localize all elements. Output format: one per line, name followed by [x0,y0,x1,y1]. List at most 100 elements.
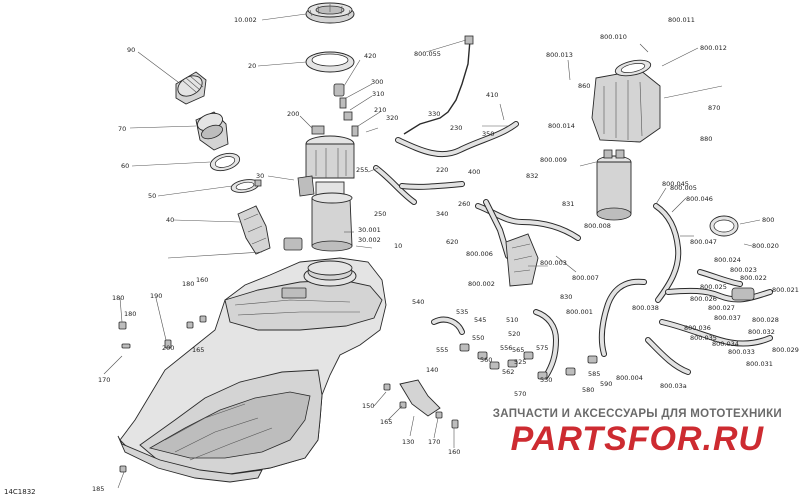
callout-label: 555 [436,346,448,354]
fuel-tank [117,257,387,483]
callout-label: 831 [562,200,574,208]
callout-label: 800.037 [714,314,741,322]
callout-label: 200 [162,344,174,352]
callout-label: 185 [92,485,104,493]
hose-500 [533,309,559,379]
callout-label: 410 [486,91,498,99]
callout-label: 800.002 [468,280,495,288]
callout-label: 50 [148,192,156,200]
callout-label: 70 [118,125,126,133]
callout-label: 190 [150,292,162,300]
callout-label: 800.035 [690,334,717,342]
callout-label: 180 [124,310,136,318]
filler-hose-40 [237,205,271,255]
callout-label: 180 [182,280,194,288]
callout-label: 800.007 [572,274,599,282]
evap-canister-800-009 [596,149,632,221]
callout-label: 420 [364,52,376,60]
callout-label: 90 [127,46,135,54]
callout-label: 20 [248,62,256,70]
small-fittings-550-590 [459,343,598,380]
callout-label: 585 [588,370,600,378]
filler-neck-70 [195,111,229,151]
callout-label: 860 [578,82,590,90]
callout-label: 800.011 [668,16,695,24]
callout-label: 800.038 [632,304,659,312]
callout-label: 545 [474,316,486,324]
callout-label: 40 [166,216,174,224]
watermark-brand: PARTSFOR.RU [510,420,765,458]
callout-label: 260 [458,200,470,208]
callout-label: 180 [112,294,124,302]
purge-lines-600-800 [475,199,581,259]
callout-label: 350 [482,130,494,138]
callout-label: 800.03a [660,382,687,390]
callout-label: 535 [456,308,468,316]
hose-800-038 [598,278,647,357]
callout-label: 10 [394,242,402,250]
callout-label: 800.020 [752,242,779,250]
callout-label: 800.005 [670,184,697,192]
callout-label: 400 [468,168,480,176]
callout-label: 170 [98,376,110,384]
callout-label: 832 [526,172,538,180]
callout-label: 830 [560,293,572,301]
callout-label: 800.031 [746,360,773,368]
watermark: ЗАПЧАСТИ И АКСЕССУАРЫ ДЛЯ МОТОТЕХНИКИ PA… [493,408,782,458]
callout-label: 540 [412,298,424,306]
vent-valve-30 [283,237,303,251]
callout-label: 800.004 [616,374,643,382]
fuel-cap-90 [175,71,207,105]
hose-220 [399,181,465,190]
callout-label: 10.002 [234,16,257,24]
fuel-pump-module-200 [297,125,355,252]
callout-label: 800.022 [740,274,767,282]
tank-lock-ring-10-002 [305,2,355,24]
callout-label: 620 [446,238,458,246]
callout-label: 870 [708,104,720,112]
callout-label: 220 [436,166,448,174]
hose-800-045 [653,203,682,303]
callout-label: 340 [436,210,448,218]
callout-label: 60 [121,162,129,170]
callout-label: 165 [380,418,392,426]
hose-540 [431,316,465,335]
callout-label: 590 [600,380,612,388]
purge-valve-assembly-800-010 [591,59,661,143]
callout-label: 562 [502,368,514,376]
callout-label: 800.028 [752,316,779,324]
hose-230-330 [395,121,519,158]
callout-label: 160 [448,448,460,456]
callout-label: 165 [192,346,204,354]
callout-label: 560 [480,356,492,364]
callout-label: 800.013 [546,51,573,59]
callout-label: 530 [540,376,552,384]
callout-label: 800.026 [690,295,717,303]
callout-label: 200 [287,110,299,118]
callout-label: 800.045 [662,180,689,188]
callout-label: 580 [582,386,594,394]
callout-label: 210 [374,106,386,114]
callout-label: 310 [372,90,384,98]
callout-label: 575 [536,344,548,352]
clamp-60 [209,152,241,172]
gasket-ring-20 [305,51,355,73]
callout-label: 250 [374,210,386,218]
callout-label: 30.001 [358,226,381,234]
callout-label: 800.003 [540,259,567,267]
callout-label: 800.021 [772,286,799,294]
drawing-code: 14C1832 [4,488,36,496]
clamp-800 [709,215,739,237]
hose-network-800-020-800-035 [645,269,773,375]
callout-label: 800.006 [466,250,493,258]
callout-label: 800.025 [700,283,727,291]
callout-label: 30 [256,172,264,180]
callout-label: 230 [450,124,462,132]
callout-label: 255 [356,166,368,174]
callout-labels: 10.002 20 90 70 60 50 40 30 30.001 30.00… [92,16,799,493]
fittings-300-420 [333,83,359,137]
callout-label: 160 [196,276,208,284]
bracket-130 [399,379,441,417]
watermark-tagline: ЗАПЧАСТИ И АКСЕССУАРЫ ДЛЯ МОТОТЕХНИКИ [492,408,782,420]
